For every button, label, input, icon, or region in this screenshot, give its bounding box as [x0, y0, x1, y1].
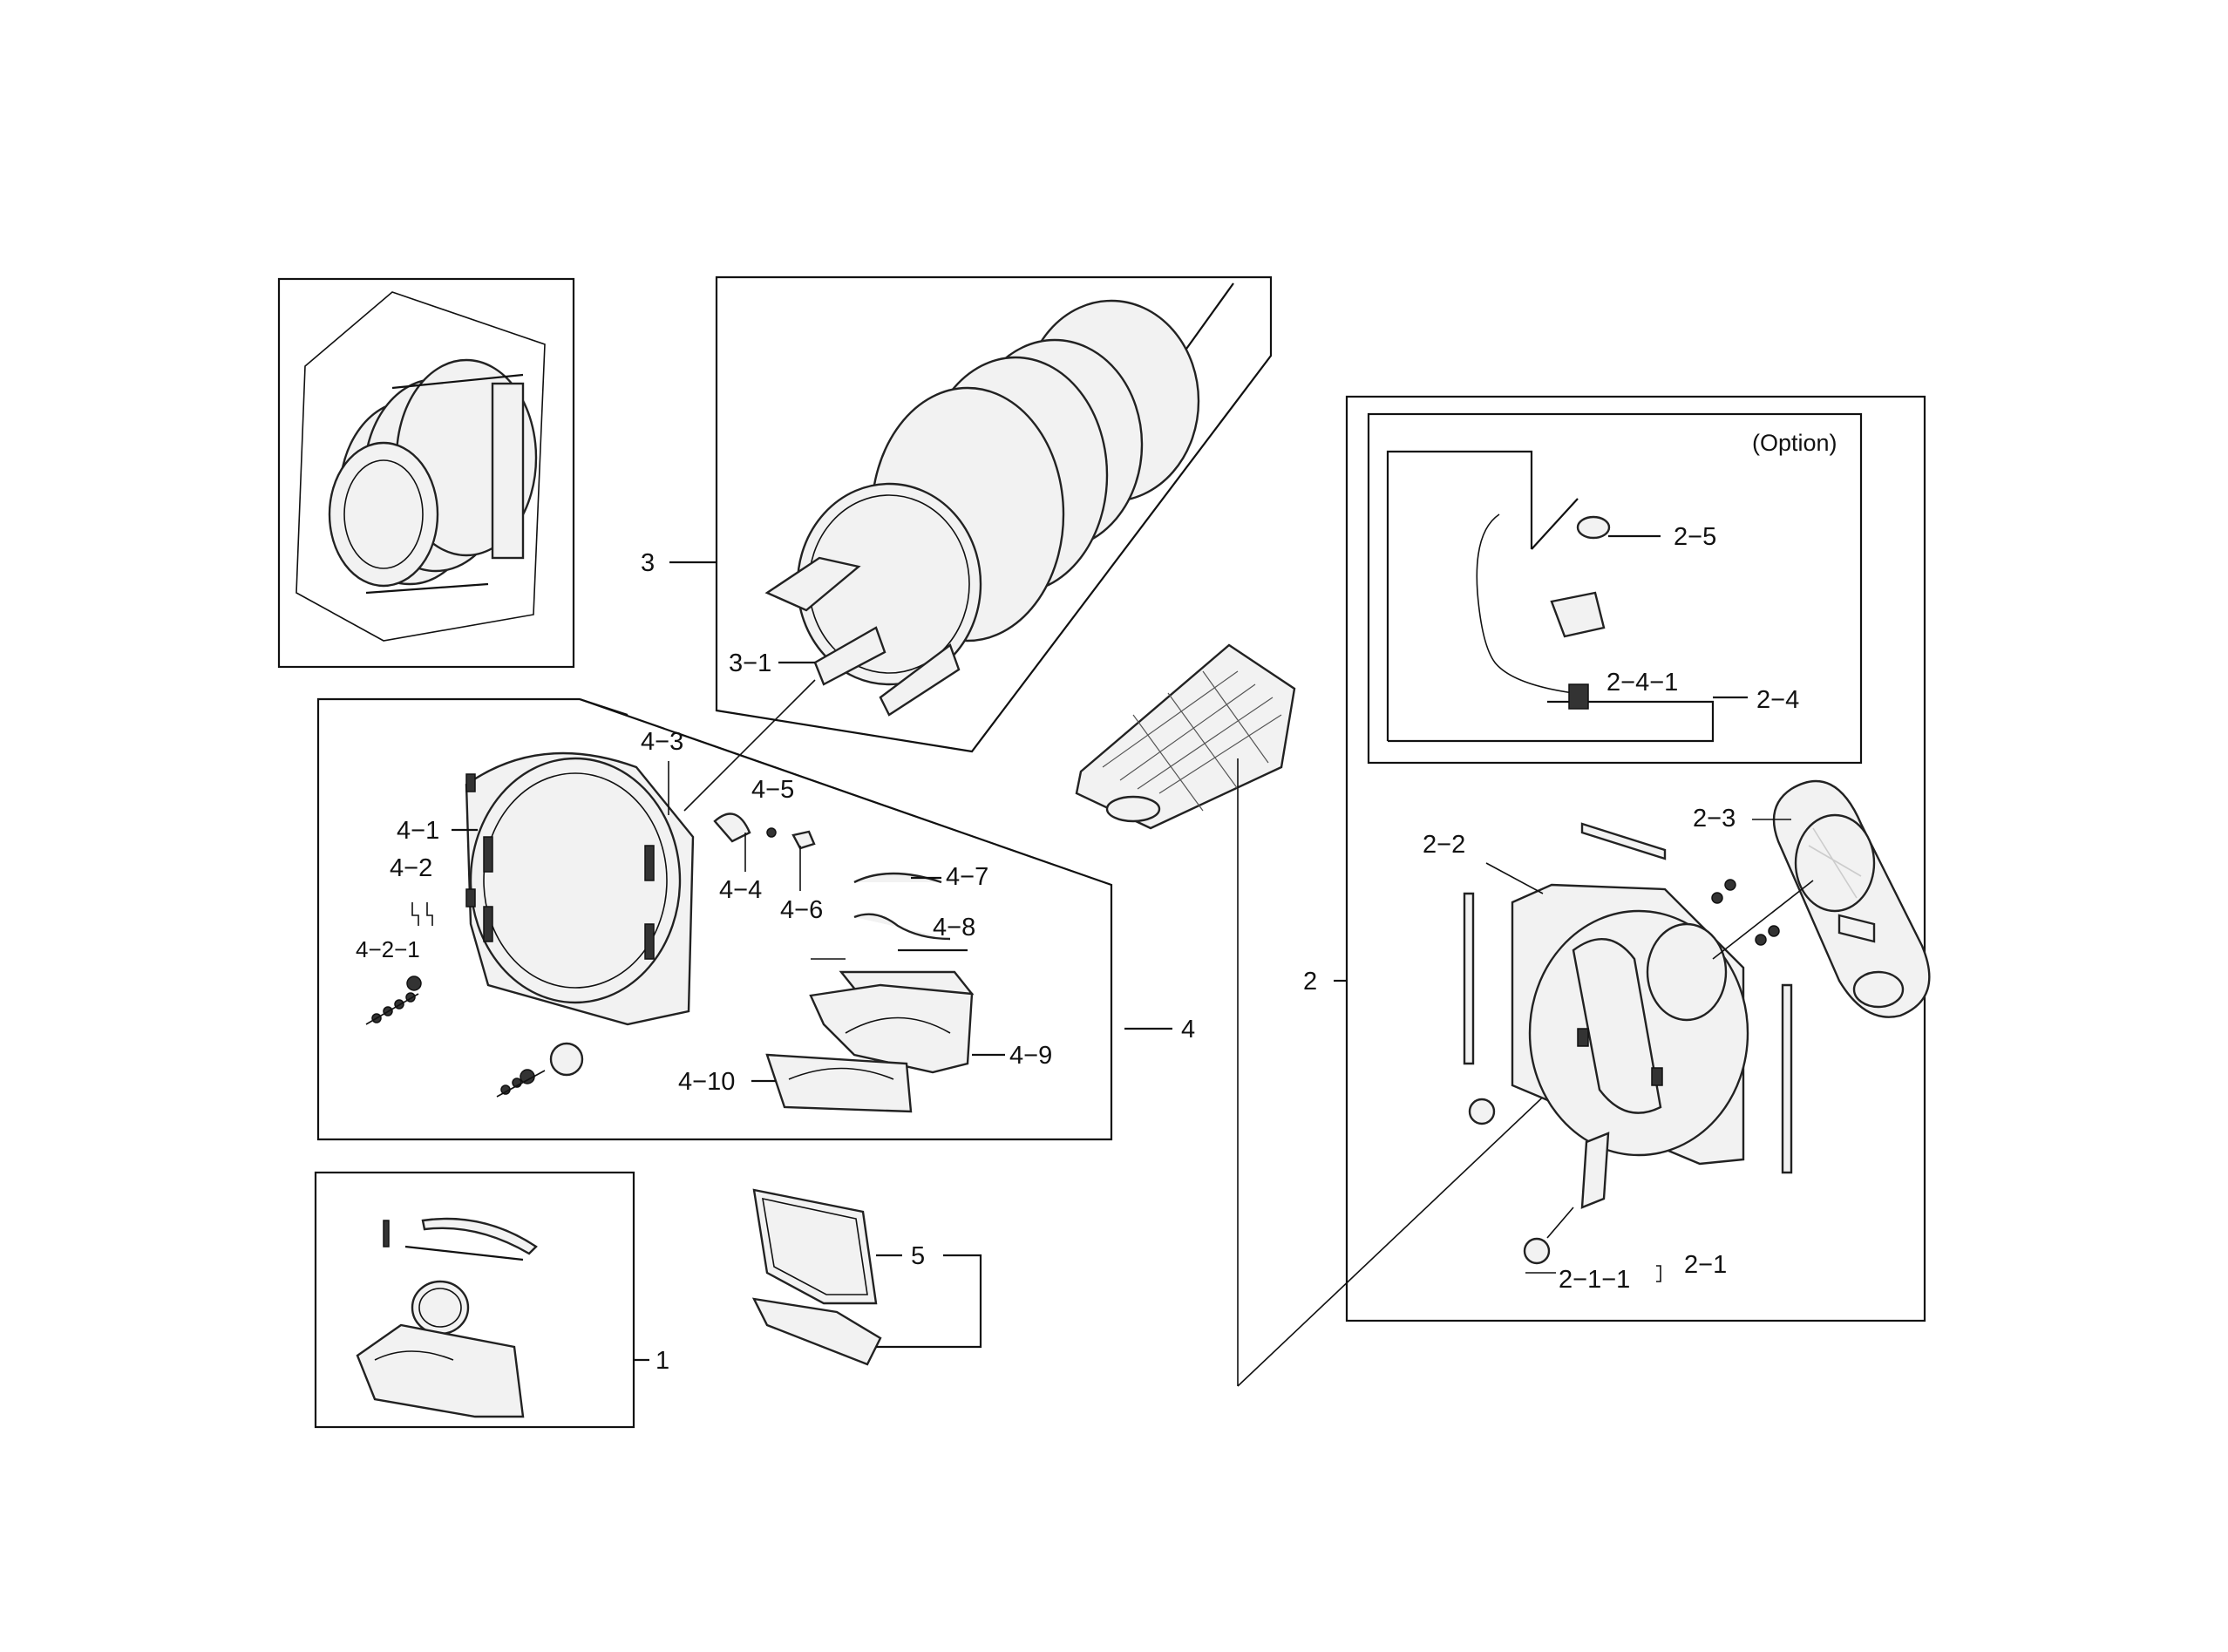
label-1: 1: [655, 1347, 669, 1375]
screw-rows-illustration: [365, 992, 546, 1098]
overview-box: [277, 277, 575, 669]
overview-assembly-illustration: [328, 358, 538, 595]
label-2-5: 2−5: [1674, 523, 1716, 551]
label-2: 2: [1303, 968, 1317, 996]
front-panel-illustration: [465, 751, 695, 1026]
label-4-2-1: 4−2−1: [356, 936, 420, 962]
label-2-2: 2−2: [1423, 831, 1465, 859]
small-parts-illustration: [406, 812, 975, 1113]
duct-group-box: 1: [314, 1171, 669, 1429]
label-2-4: 2−4: [1756, 686, 1799, 714]
rear-assembly-box: 2 (Option) 2−5 2−4−1 2−4: [1303, 395, 1931, 1322]
label-4-8: 4−8: [933, 914, 975, 942]
blower-housing-illustration: [1772, 779, 1931, 1018]
label-2-3: 2−3: [1693, 805, 1736, 833]
label-5: 5: [911, 1242, 925, 1270]
label-4-7: 4−7: [946, 863, 988, 891]
rear-panel-illustration: [1463, 822, 1793, 1265]
sensor-wire-illustration: [1476, 513, 1611, 710]
option-box: (Option) 2−5 2−4−1 2−4: [1367, 412, 1863, 765]
front-assembly-box: 4−3 4−5 4−1 4−2 4−2−1 4−4 4−6 4−7 4−8 4−…: [316, 679, 1195, 1141]
label-4-5: 4−5: [751, 776, 794, 804]
label-4-1: 4−1: [397, 817, 439, 845]
label-4-9: 4−9: [1009, 1042, 1052, 1070]
label-3-1: 3−1: [729, 649, 771, 677]
label-3: 3: [641, 549, 655, 577]
lint-filter-group: 5: [751, 1188, 982, 1366]
label-2-1-1: 2−1−1: [1559, 1266, 1630, 1294]
label-4-10: 4−10: [678, 1068, 735, 1096]
label-2-1: 2−1: [1684, 1251, 1727, 1279]
option-label: (Option): [1752, 430, 1837, 456]
label-4-6: 4−6: [780, 896, 823, 924]
label-4-4: 4−4: [719, 876, 762, 904]
label-2-4-1: 2−4−1: [1606, 669, 1678, 697]
guide-line-diagonal: [1237, 1071, 1570, 1387]
duct-illustration: [356, 1217, 538, 1418]
label-4-3: 4−3: [641, 728, 683, 756]
label-4: 4: [1181, 1016, 1195, 1044]
filter-housing-illustration: [1075, 643, 1296, 830]
drum-group-box: 3 3−1: [641, 275, 1273, 753]
label-4-2: 4−2: [390, 854, 432, 882]
drum-illustration: [764, 299, 1200, 717]
